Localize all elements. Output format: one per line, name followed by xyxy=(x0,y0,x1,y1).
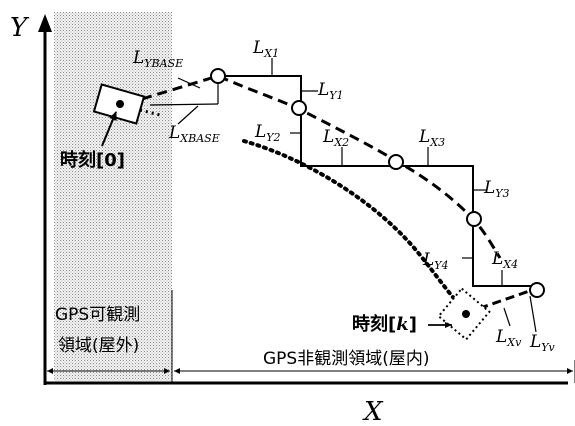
estimated-trajectory xyxy=(141,74,502,259)
axes xyxy=(38,14,568,385)
label-l-x2: LX2 xyxy=(322,127,349,149)
gps-outdoor-region xyxy=(54,12,172,381)
label-l-x4: LX4 xyxy=(491,249,518,271)
label-l-xbase: LXBASE xyxy=(168,123,220,145)
time0-arrow xyxy=(101,111,117,147)
y-axis-arrowhead xyxy=(38,14,52,32)
label-l-ybase: LYBASE xyxy=(132,48,183,70)
vehicle-trajectory xyxy=(242,139,460,305)
gps-indoor-label: GPS非観測領域(屋内) xyxy=(263,349,429,369)
gps-outdoor-label-line1: GPS可観測 xyxy=(55,305,140,325)
label-l-y2: LY2 xyxy=(254,122,281,144)
waypoint-4 xyxy=(466,211,482,227)
leader-lines xyxy=(177,58,537,333)
waypoint-5 xyxy=(529,282,545,298)
label-l-x3: LX3 xyxy=(418,127,445,149)
vehicle-timek xyxy=(437,287,491,341)
label-timek: 時刻[k] xyxy=(352,313,417,335)
vehicle-to-waypoint-dash xyxy=(465,286,539,315)
gps-outdoor-label-line2: 領域(屋外) xyxy=(58,336,139,356)
label-l-xv: LXv xyxy=(495,327,522,349)
label-l-y1: LY1 xyxy=(317,80,344,102)
label-l-y3: LY3 xyxy=(483,178,510,200)
label-time0: 時刻[0] xyxy=(60,149,125,171)
waypoint-1 xyxy=(210,68,226,84)
label-l-yv: LYv xyxy=(529,332,556,354)
label-l-x1: LX1 xyxy=(252,38,279,60)
x-axis-label: X xyxy=(362,397,384,426)
waypoint-step-path xyxy=(218,75,538,287)
waypoint-2 xyxy=(291,100,307,116)
waypoints xyxy=(210,68,545,298)
label-l-y4: LY4 xyxy=(422,250,449,272)
y-axis-label: Y xyxy=(10,13,30,43)
waypoint-3 xyxy=(388,154,404,170)
